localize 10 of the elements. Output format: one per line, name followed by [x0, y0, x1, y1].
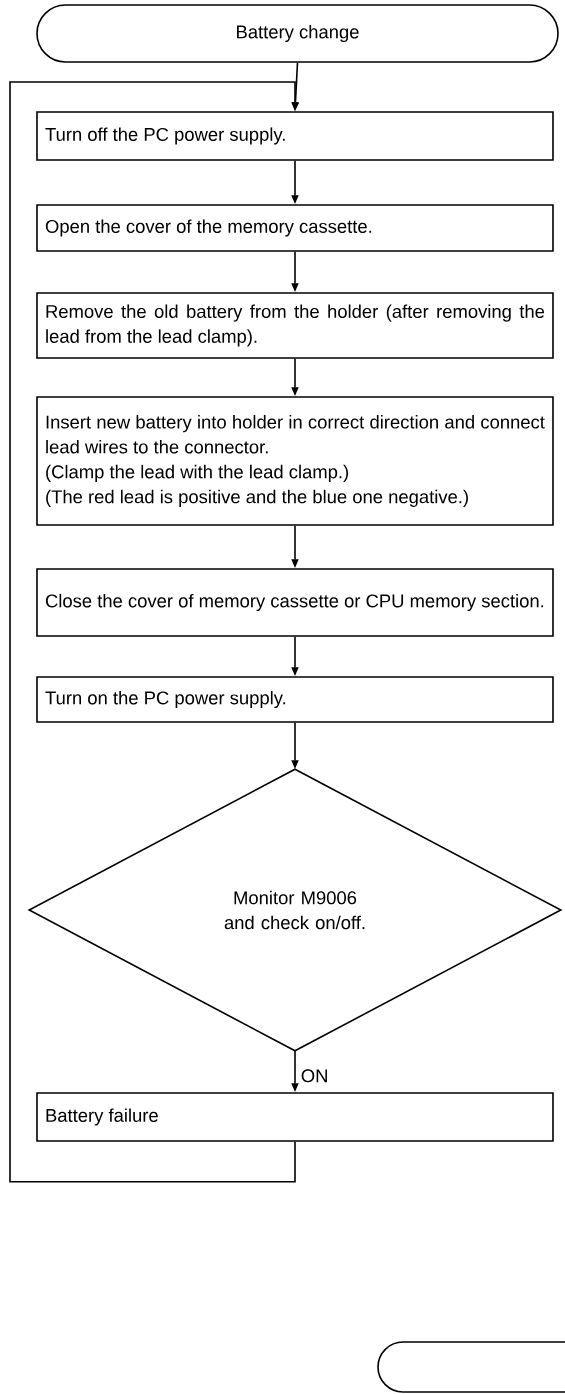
process-box: Close the cover of memory cassette or CPU memory section.: [36, 568, 554, 637]
edge-label: ON: [299, 1068, 330, 1084]
process-box: Battery failure: [36, 1092, 554, 1142]
process-box: Remove the old battery from the holder (after removing the lead from the lead clamp).: [36, 292, 554, 359]
process-box: Insert new battery into holder in correct direction and connect lead wires to the connector. (Clamp the lead with the lead clamp.) (The red lead is positive and the blue one negative.): [36, 396, 554, 526]
process-box: Open the cover of the memory cassette.: [36, 204, 554, 252]
process-box: Turn on the PC power supply.: [36, 676, 554, 723]
terminal-shape: [377, 1341, 565, 1393]
process-box: Turn off the PC power supply.: [36, 111, 554, 161]
arrow: [9, 81, 299, 1183]
